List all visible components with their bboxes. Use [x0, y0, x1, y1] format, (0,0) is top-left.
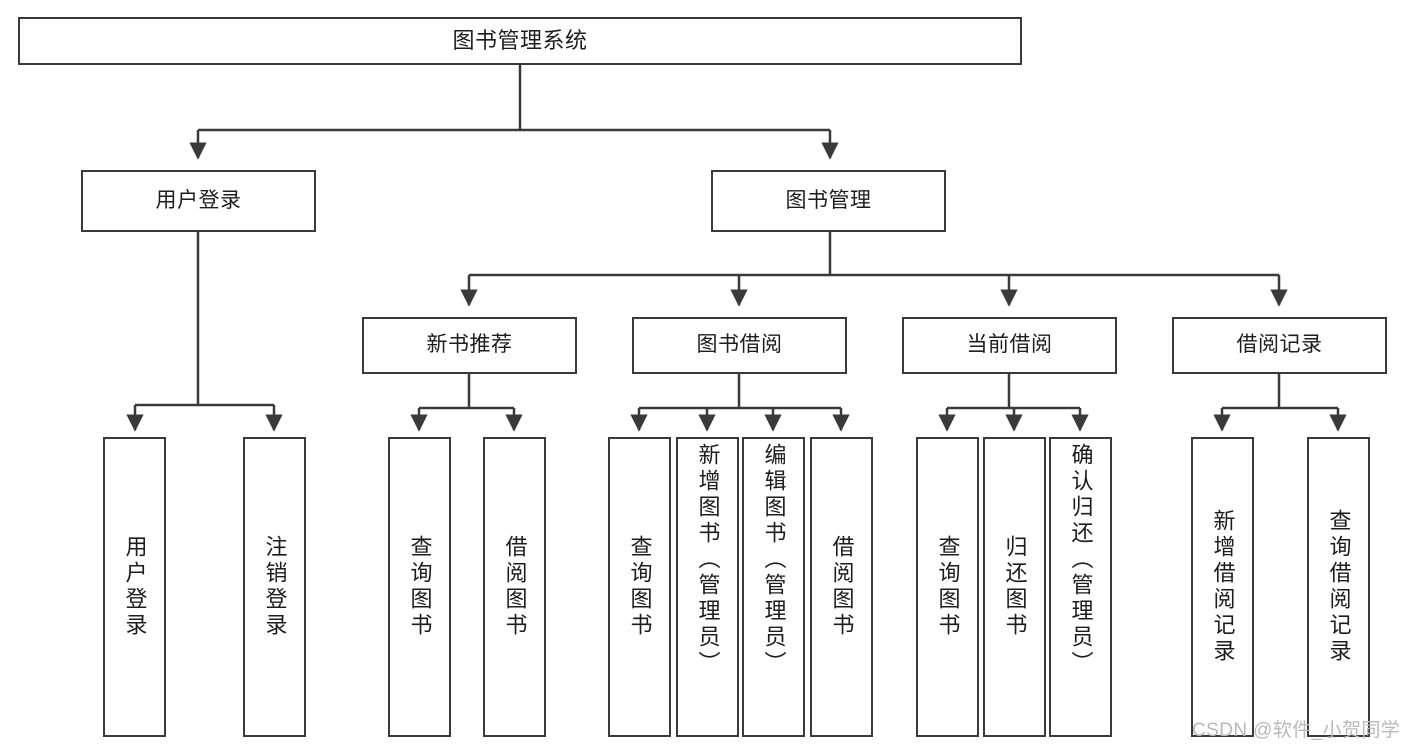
node-label: 图书管理	[785, 188, 872, 212]
node-new-book-recommend[interactable]: 新书推荐	[362, 317, 577, 374]
leaf-borrow-book[interactable]: 借阅图书	[810, 437, 873, 737]
node-label: 新增借阅记录	[1210, 509, 1236, 665]
node-label: 当前借阅	[966, 333, 1053, 357]
node-label: 确认归还（管理员）	[1068, 443, 1094, 677]
node-label: 新增图书（管理员）	[695, 443, 721, 677]
node-user-login[interactable]: 用户登录	[81, 170, 316, 232]
leaf-add-borrow-record[interactable]: 新增借阅记录	[1191, 437, 1254, 737]
node-label: 用户登录	[122, 535, 148, 639]
node-current-borrow[interactable]: 当前借阅	[902, 317, 1117, 374]
leaf-query-book-current[interactable]: 查询图书	[916, 437, 979, 737]
node-label: 图书管理系统	[452, 28, 588, 54]
node-label: 查询借阅记录	[1326, 509, 1352, 665]
node-label: 查询图书	[407, 535, 433, 639]
node-label: 借阅记录	[1236, 333, 1323, 357]
leaf-query-book-borrow[interactable]: 查询图书	[608, 437, 671, 737]
node-root-book-management-system[interactable]: 图书管理系统	[18, 17, 1022, 65]
node-label: 归还图书	[1002, 535, 1028, 639]
node-label: 编辑图书（管理员）	[761, 443, 787, 677]
node-label: 用户登录	[155, 188, 242, 212]
leaf-add-book-admin[interactable]: 新增图书（管理员）	[676, 437, 739, 737]
node-book-borrow[interactable]: 图书借阅	[632, 317, 847, 374]
leaf-query-book-recommend[interactable]: 查询图书	[388, 437, 451, 737]
leaf-confirm-return-admin[interactable]: 确认归还（管理员）	[1049, 437, 1112, 737]
node-label: 借阅图书	[502, 535, 528, 639]
node-label: 新书推荐	[426, 333, 513, 357]
leaf-return-book[interactable]: 归还图书	[983, 437, 1046, 737]
leaf-query-borrow-record[interactable]: 查询借阅记录	[1307, 437, 1370, 737]
node-label: 查询图书	[627, 535, 653, 639]
node-label: 注销登录	[262, 535, 288, 639]
leaf-user-login[interactable]: 用户登录	[103, 437, 166, 737]
node-book-management[interactable]: 图书管理	[711, 170, 946, 232]
csdn-watermark: CSDN @软件_小贺同学	[1192, 720, 1401, 741]
leaf-edit-book-admin[interactable]: 编辑图书（管理员）	[742, 437, 805, 737]
leaf-borrow-book-recommend[interactable]: 借阅图书	[483, 437, 546, 737]
node-borrow-record[interactable]: 借阅记录	[1172, 317, 1387, 374]
leaf-logout[interactable]: 注销登录	[243, 437, 306, 737]
node-label: 图书借阅	[696, 333, 783, 357]
node-label: 借阅图书	[829, 535, 855, 639]
node-label: 查询图书	[935, 535, 961, 639]
